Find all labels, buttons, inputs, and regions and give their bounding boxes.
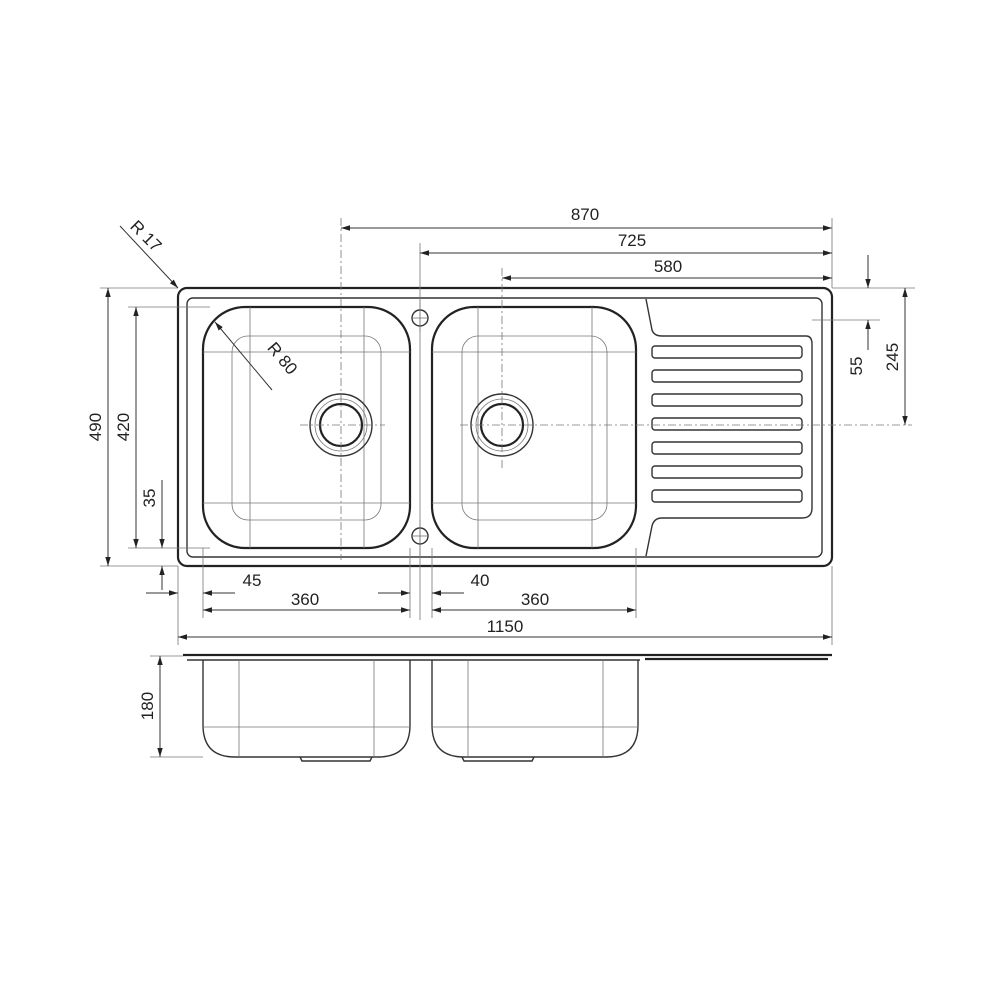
outer-plate [176, 286, 834, 568]
dim-label: 725 [618, 231, 646, 250]
side-bowl-left [202, 660, 411, 758]
right-bowl [430, 305, 638, 550]
left-bowl [201, 305, 412, 550]
dim-45: 45 [146, 571, 262, 596]
drainboard-rib [651, 441, 803, 455]
dim-180: 180 [138, 656, 163, 757]
dim-label: 360 [521, 590, 549, 609]
dim-35: 35 [140, 480, 165, 590]
dim-360-left: 360 [203, 590, 410, 613]
drainboard [645, 298, 813, 557]
dim-label: 180 [138, 692, 157, 720]
sink-side-view [183, 653, 832, 762]
dim-245: 245 [883, 288, 908, 425]
dim-label: 490 [86, 413, 105, 441]
dim-725: 725 [420, 231, 832, 256]
sink-top-view [176, 218, 912, 620]
dim-870: 870 [341, 205, 833, 288]
radius-r17: R 17 [119, 217, 179, 289]
radius-r80: R 80 [214, 321, 301, 391]
drainboard-rib [651, 345, 803, 359]
dim-360-right: 360 [432, 590, 636, 613]
dim-label: R 80 [263, 339, 301, 379]
drainboard-rib [651, 393, 803, 407]
drainboard-ribs [651, 345, 803, 503]
dim-label: 420 [114, 413, 133, 441]
dim-490: 490 [86, 288, 111, 566]
dim-420: 420 [114, 307, 139, 548]
drainboard-rib [651, 369, 803, 383]
side-bowl-right [431, 660, 639, 758]
dim-label: 360 [291, 590, 319, 609]
dim-580: 580 [502, 257, 832, 281]
dim-label: R 17 [126, 217, 165, 256]
dim-label: 45 [243, 571, 262, 590]
dim-label: 870 [571, 205, 599, 224]
dim-40: 40 [378, 571, 490, 596]
drainboard-rib [651, 465, 803, 479]
dim-label: 35 [140, 489, 159, 508]
drainboard-rib [651, 489, 803, 503]
dim-label: 55 [847, 357, 866, 376]
dim-label: 245 [883, 343, 902, 371]
inner-rim [186, 297, 823, 558]
dim-1150: 1150 [178, 617, 832, 640]
dim-label: 580 [654, 257, 682, 276]
drainboard-rib [651, 417, 803, 431]
dim-label: 40 [471, 571, 490, 590]
dim-55: 55 [847, 255, 871, 376]
dim-label: 1150 [487, 617, 524, 636]
